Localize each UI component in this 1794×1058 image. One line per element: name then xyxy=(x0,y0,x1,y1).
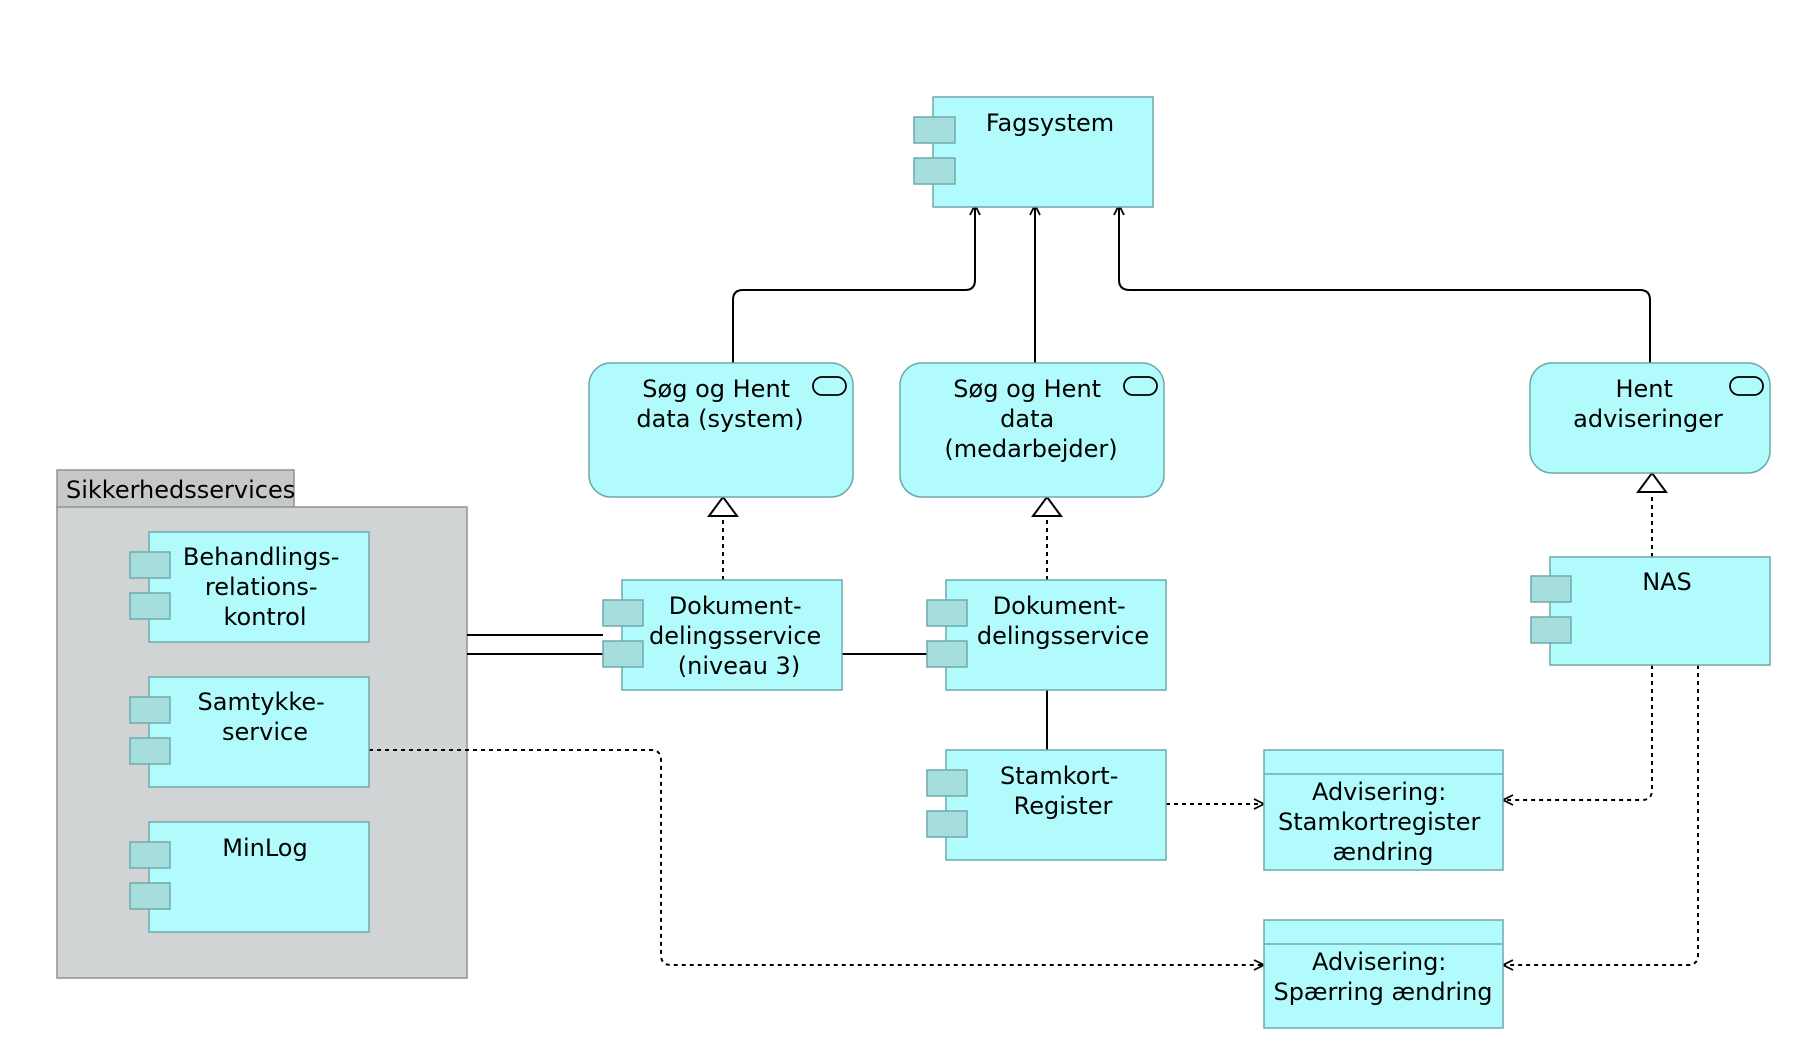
node-dokumentdelingsservice-niveau3[interactable]: Dokument- delingsservice (niveau 3) xyxy=(602,579,843,691)
component-port-icon xyxy=(602,599,644,627)
component-port-icon xyxy=(129,551,171,579)
node-label: Advisering: Stamkortregister ændring xyxy=(1278,778,1488,866)
node-advisering-spaerring[interactable]: Advisering: Spærring ændring xyxy=(1263,919,1504,1029)
component-port-icon xyxy=(913,116,956,144)
component-port-icon xyxy=(926,810,968,838)
component-port-icon xyxy=(602,640,644,668)
node-label: Dokument- delingsservice (niveau 3) xyxy=(649,592,829,680)
serving-soeg-system-to-fagsystem xyxy=(732,205,975,363)
node-minlog[interactable]: MinLog xyxy=(129,821,370,933)
node-label: Advisering: Spærring ændring xyxy=(1273,948,1492,1006)
node-label: MinLog xyxy=(222,834,307,862)
service-icon xyxy=(812,376,847,396)
node-fagsystem[interactable]: Fagsystem xyxy=(913,96,1154,208)
node-label: Dokument- delingsservice xyxy=(977,592,1149,650)
node-label: Søg og Hent data (medarbejder) xyxy=(944,375,1117,463)
node-behandlingsrelationskontrol[interactable]: Behandlings- relations- kontrol xyxy=(129,531,370,643)
component-port-icon xyxy=(1530,616,1572,644)
node-nas[interactable]: NAS xyxy=(1530,556,1771,666)
flow-nas-to-adv-stamkort xyxy=(1503,665,1653,800)
serving-hent-adviseringer-to-fagsystem xyxy=(1119,205,1651,363)
service-icon xyxy=(1123,376,1158,396)
node-soeg-og-hent-system[interactable]: Søg og Hent data (system) xyxy=(588,362,854,498)
node-label: Hent adviseringer xyxy=(1573,375,1723,433)
component-port-icon xyxy=(1530,575,1572,603)
node-samtykkeservice[interactable]: Samtykke- service xyxy=(129,676,370,788)
node-label: Stamkort- Register xyxy=(1000,762,1126,820)
component-port-icon xyxy=(129,841,171,869)
node-label: NAS xyxy=(1642,568,1692,596)
component-port-icon xyxy=(926,640,968,668)
node-label: Fagsystem xyxy=(986,109,1114,137)
component-port-icon xyxy=(129,592,171,620)
component-port-icon xyxy=(926,599,968,627)
component-port-icon xyxy=(129,882,171,910)
realization-triangle xyxy=(1031,495,1063,517)
group-tab xyxy=(56,469,295,509)
node-advisering-stamkortregister[interactable]: Advisering: Stamkortregister ændring xyxy=(1263,749,1504,871)
node-dokumentdelingsservice[interactable]: Dokument- delingsservice xyxy=(926,579,1167,691)
component-port-icon xyxy=(913,157,956,185)
node-stamkort-register[interactable]: Stamkort- Register xyxy=(926,749,1167,861)
node-label: Behandlings- relations- kontrol xyxy=(183,543,347,631)
realization-triangle xyxy=(1636,471,1668,493)
component-port-icon xyxy=(129,696,171,724)
realization-triangle xyxy=(707,495,739,517)
component-port-icon xyxy=(926,769,968,797)
node-hent-adviseringer[interactable]: Hent adviseringer xyxy=(1529,362,1771,474)
node-label: Søg og Hent data (system) xyxy=(636,375,803,433)
node-soeg-og-hent-medarbejder[interactable]: Søg og Hent data (medarbejder) xyxy=(899,362,1165,498)
node-label: Samtykke- service xyxy=(198,688,333,746)
flow-nas-to-adv-spaerring xyxy=(1503,665,1699,965)
flow-samtykke-to-adv-spaerring xyxy=(369,749,1264,965)
component-port-icon xyxy=(129,737,171,765)
group-label: Sikkerhedsservices xyxy=(66,476,295,504)
service-icon xyxy=(1729,376,1764,396)
